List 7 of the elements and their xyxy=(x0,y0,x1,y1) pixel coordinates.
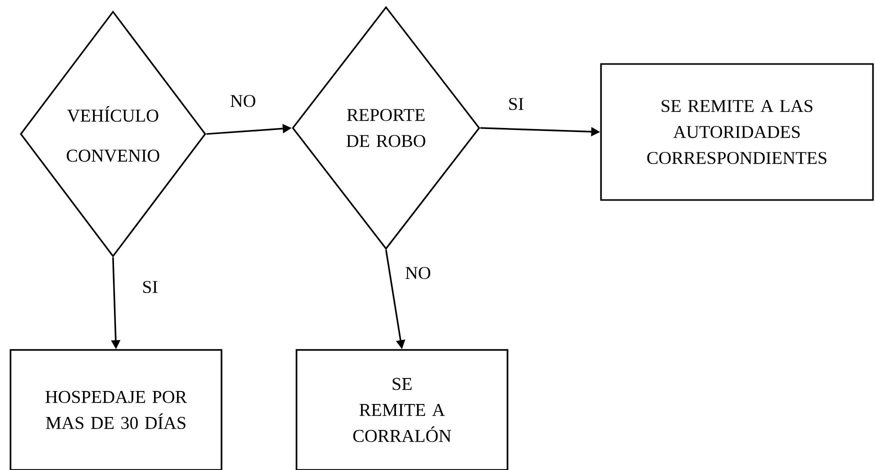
edge-label: NO xyxy=(404,266,432,280)
process-box: SE REMITE A CORRALÓN xyxy=(296,349,508,470)
edge-label: SI xyxy=(507,96,525,112)
process-box: HOSPEDAJE POR MAS DE 30 DÍAS xyxy=(10,349,222,470)
edge-label: NO xyxy=(229,94,257,108)
process-box: SE REMITE A LAS AUTORIDADES CORRESPONDIENTES xyxy=(600,63,874,201)
edge-label: SI xyxy=(141,280,159,294)
